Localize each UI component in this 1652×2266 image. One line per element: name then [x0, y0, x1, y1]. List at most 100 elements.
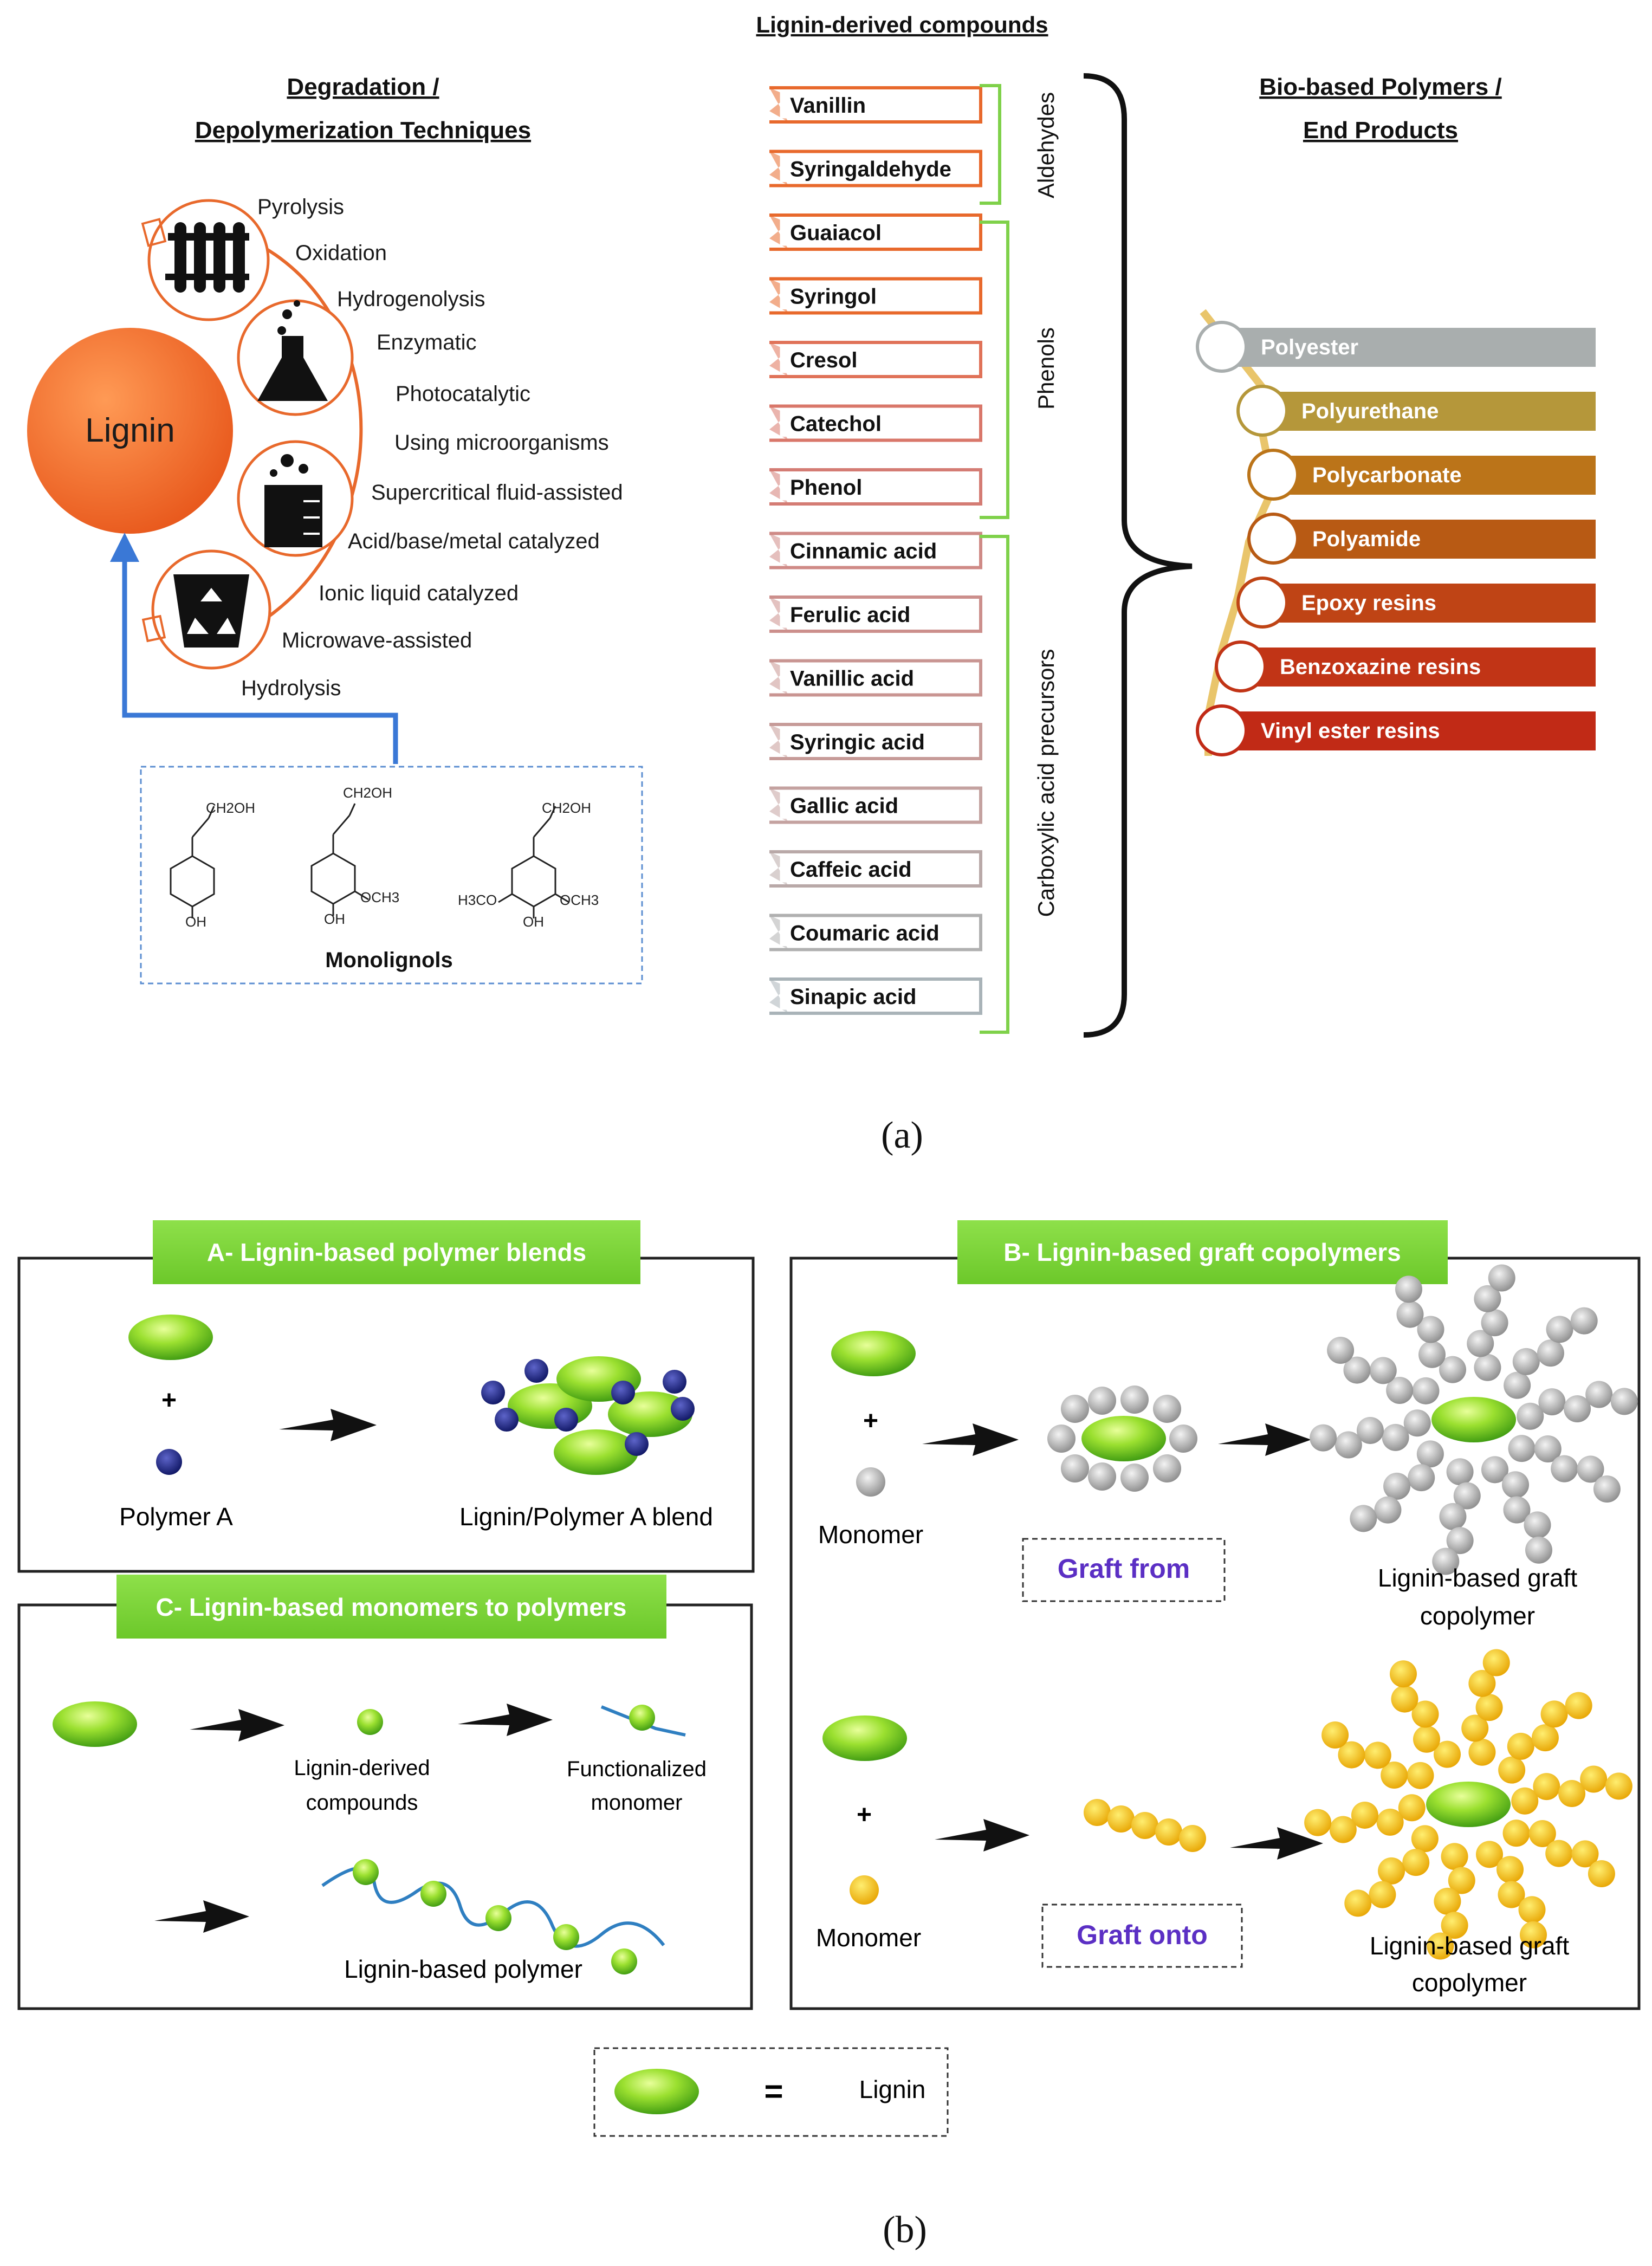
compound-label: Vanillin: [790, 94, 866, 118]
grey-bead: [1524, 1511, 1551, 1539]
grey-bead: [1061, 1395, 1089, 1423]
beaker-icon: [237, 440, 354, 557]
grey-bead: [1446, 1527, 1474, 1555]
arrow-icon: [1230, 1827, 1323, 1860]
gold-bead: [1571, 1840, 1599, 1868]
grey-bead: [1502, 1471, 1530, 1499]
grey-bead: [1474, 1354, 1501, 1381]
monomer-label: Monomer: [816, 1924, 921, 1952]
monolignols-label: Monolignols: [325, 948, 453, 972]
panel-a-title: A- Lignin-based polymer blends: [207, 1238, 586, 1266]
grey-bead: [1538, 1388, 1566, 1416]
group-label-phenols: Phenols: [1033, 327, 1059, 410]
technique-label: Hydrogenolysis: [337, 287, 485, 311]
compound-label: Syringic acid: [790, 730, 925, 754]
copolymer-label-line1: Lignin-based graft: [1378, 1564, 1577, 1592]
coniferyl-alcohol-structure: [310, 803, 369, 916]
test-tubes-icon: [141, 199, 270, 321]
gold-bead: [1461, 1714, 1489, 1742]
techniques-header-line1: Degradation /: [287, 74, 439, 100]
och3-label: OCH3: [560, 892, 599, 908]
technique-label: Enzymatic: [377, 331, 477, 354]
gold-bead: [1468, 1669, 1496, 1697]
grey-bead: [1382, 1423, 1409, 1451]
compound-tag: Sinapic acid: [769, 977, 982, 1015]
grey-bead: [1503, 1496, 1531, 1524]
gold-bead: [1528, 1820, 1556, 1848]
lignin-ellipse: [822, 1715, 907, 1761]
h3co-label: H3CO: [458, 892, 497, 908]
func-label-line1: Functionalized: [567, 1757, 707, 1781]
gold-bead: [1441, 1843, 1468, 1870]
compound-tag: Cresol: [769, 341, 982, 378]
grey-bead: [1508, 1435, 1536, 1462]
group-label-carboxylic: Carboxylic acid precursors: [1033, 649, 1059, 917]
compounds-curly-bracket: [1083, 73, 1193, 1038]
grey-bead: [1310, 1424, 1337, 1452]
technique-label: Microwave-assisted: [282, 629, 472, 652]
gold-bead: [1107, 1805, 1135, 1833]
gold-bead: [1502, 1820, 1530, 1847]
compound-tag: Syringic acid: [769, 723, 982, 760]
gold-bead: [1376, 1808, 1404, 1836]
technique-label: Photocatalytic: [396, 382, 530, 406]
gold-bead: [1531, 1724, 1559, 1752]
gold-bead: [1580, 1765, 1608, 1793]
gold-bead: [1407, 1762, 1434, 1789]
graft-onto-chain: [1084, 1799, 1206, 1852]
grey-bead: [1088, 1462, 1116, 1491]
compound-tag: Gallic acid: [769, 786, 982, 824]
polymers-header-line1: Bio-based Polymers /: [1259, 74, 1501, 100]
technique-label: Acid/base/metal catalyzed: [348, 529, 600, 553]
grey-bead: [1395, 1276, 1422, 1303]
grey-bead: [1564, 1395, 1591, 1423]
grey-bead: [1610, 1388, 1638, 1415]
lignin-polymer-label: Lignin-based polymer: [344, 1955, 582, 1983]
grey-bead: [1481, 1456, 1508, 1484]
grey-bead: [1446, 1458, 1474, 1486]
lignin-based-polymer-chain: [321, 1859, 665, 1974]
compound-tag: Phenol: [769, 468, 982, 506]
technique-label: Ionic liquid catalyzed: [319, 581, 519, 605]
gold-bead: [1329, 1816, 1357, 1843]
grey-bead: [1467, 1330, 1494, 1357]
gold-bead: [1441, 1912, 1468, 1939]
compound-label: Coumaric acid: [790, 922, 940, 946]
grey-bead: [1488, 1264, 1515, 1292]
gold-bead: [1364, 1741, 1391, 1769]
polymer-a-label: Polymer A: [119, 1503, 233, 1531]
compound-label: Cinnamic acid: [790, 540, 937, 564]
gold-bead: [1498, 1756, 1526, 1784]
polymer-bar: Polyamide: [1247, 513, 1596, 565]
grey-bead: [1369, 1357, 1397, 1384]
grey-bead: [1432, 1548, 1460, 1575]
gold-bead: [1369, 1881, 1396, 1908]
functionalized-monomer: [600, 1705, 686, 1737]
grey-bead: [1585, 1381, 1613, 1408]
derived-compound-bead: [357, 1709, 383, 1735]
gold-bead: [1411, 1700, 1439, 1728]
grey-bead: [1412, 1377, 1440, 1404]
gold-bead: [1434, 1740, 1461, 1768]
compound-tag: Syringaldehyde: [769, 150, 982, 187]
grey-bead: [1061, 1454, 1089, 1482]
grey-bead: [1356, 1416, 1384, 1444]
compound-label: Syringaldehyde: [790, 158, 951, 182]
compound-tag: Ferulic acid: [769, 595, 982, 633]
grey-bead: [1416, 1440, 1444, 1468]
plus-sign: +: [863, 1407, 878, 1435]
compound-list: VanillinSyringaldehydeGuaiacolSyringolCr…: [769, 86, 982, 1015]
coumaryl-alcohol-structure: [170, 806, 215, 918]
grey-bead: [1088, 1387, 1116, 1415]
polymer-bar: Polyester: [1196, 321, 1596, 373]
polymer-bar: Polycarbonate: [1247, 449, 1596, 501]
gold-bead: [1155, 1818, 1182, 1846]
panel-c-title: C- Lignin-based monomers to polymers: [156, 1593, 627, 1621]
legend-lignin-ellipse: [614, 2069, 699, 2114]
gold-bead: [1391, 1685, 1418, 1713]
group-label-aldehydes: Aldehydes: [1033, 92, 1059, 198]
copolymer-label-line2: copolymer: [1420, 1602, 1535, 1630]
polymers-header-line2: End Products: [1303, 117, 1458, 144]
compound-tag: Caffeic acid: [769, 850, 982, 888]
blend-label: Lignin/Polymer A blend: [459, 1503, 713, 1531]
